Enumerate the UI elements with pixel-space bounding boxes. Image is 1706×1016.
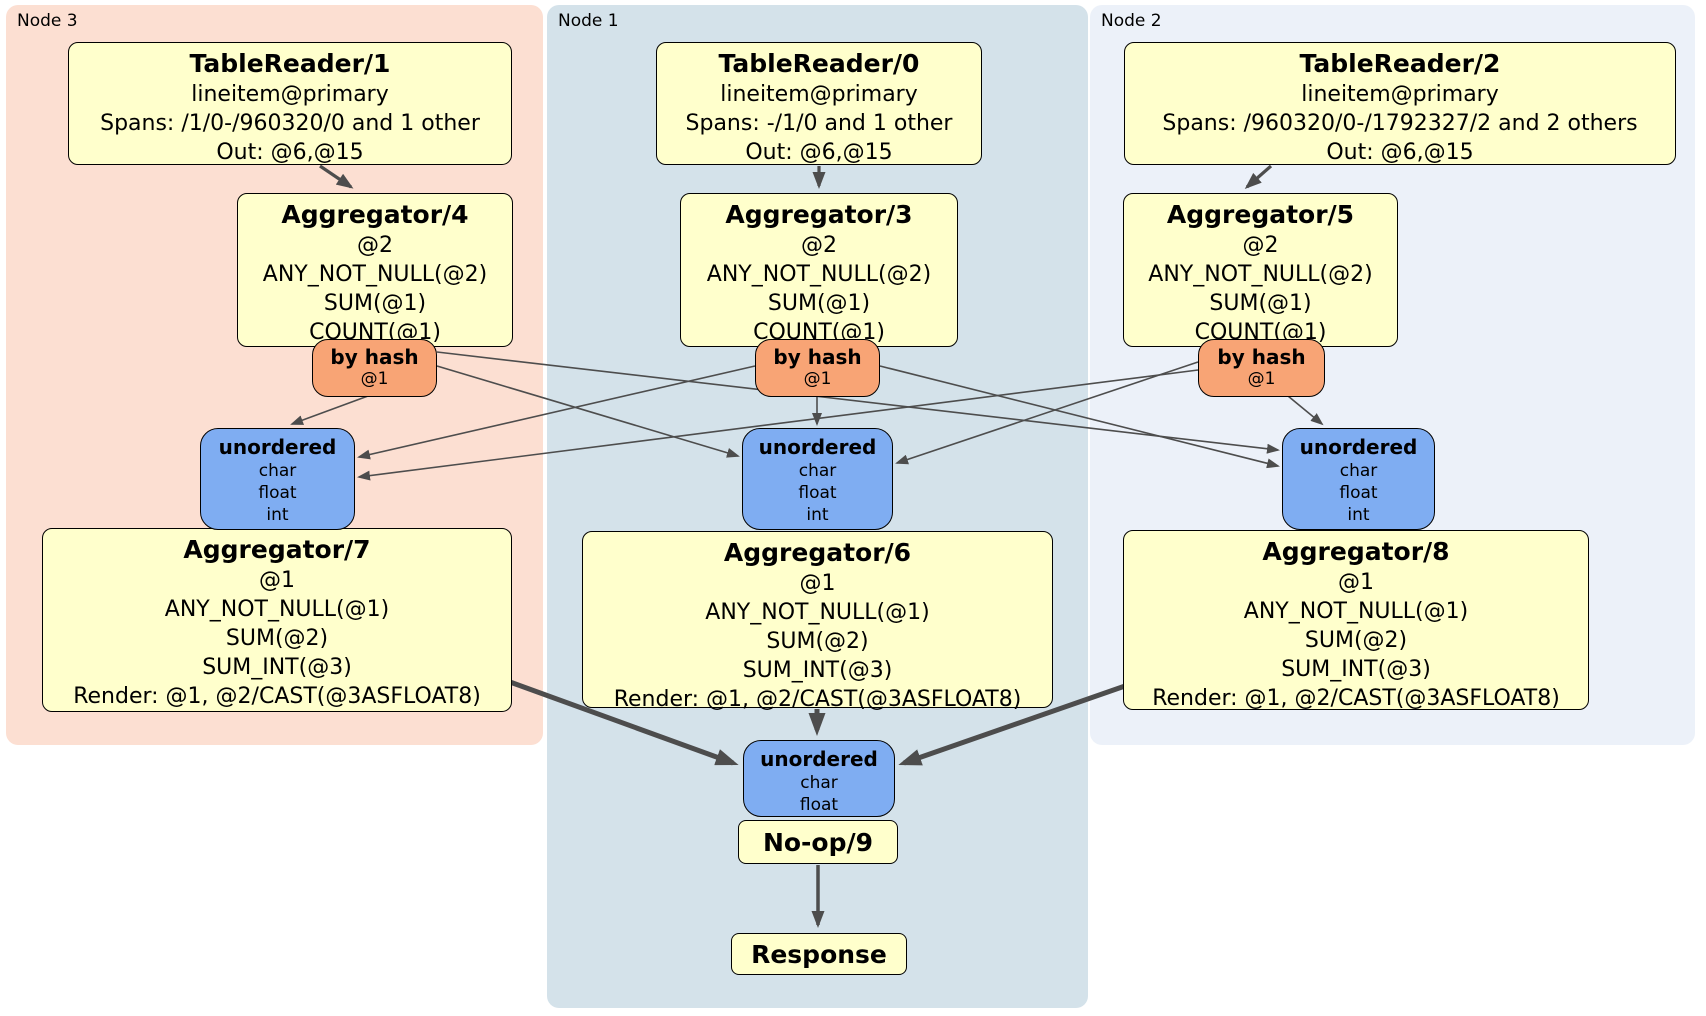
router-title: by hash: [1217, 345, 1306, 369]
sync-type: int: [806, 505, 829, 525]
sync-title: unordered: [218, 435, 337, 459]
agg-group-cols: @1: [799, 571, 836, 596]
agg-group-cols: @1: [1338, 570, 1374, 595]
sync-type: char: [800, 773, 838, 793]
processor-out: Out: @6,@15: [745, 140, 893, 165]
processor-title: TableReader/1: [189, 49, 391, 78]
processor-spans: Spans: /1/0-/960320/0 and 1 other: [100, 111, 480, 136]
node-1-label: Node 1: [558, 11, 619, 31]
router-columns: @1: [803, 369, 832, 389]
router-columns: @1: [1247, 369, 1276, 389]
agg-fn: SUM(@1): [1209, 291, 1312, 316]
processor-aggregator-5: Aggregator/5 @2 ANY_NOT_NULL(@2) SUM(@1)…: [1123, 193, 1398, 347]
processor-tablereader-0: TableReader/0 lineitem@primary Spans: -/…: [656, 42, 982, 165]
sync-type: char: [798, 461, 837, 481]
agg-fn: SUM(@2): [225, 626, 329, 651]
processor-tablereader-2: TableReader/2 lineitem@primary Spans: /9…: [1124, 42, 1676, 165]
sync-unordered-node1: unordered char float int: [742, 428, 893, 530]
sync-type: int: [1347, 505, 1370, 525]
sync-type: int: [266, 505, 289, 525]
processor-title: Aggregator/7: [183, 535, 371, 564]
processor-aggregator-3: Aggregator/3 @2 ANY_NOT_NULL(@2) SUM(@1)…: [680, 193, 958, 347]
node-3-label: Node 3: [17, 11, 78, 31]
agg-fn: ANY_NOT_NULL(@2): [706, 262, 932, 287]
response-box: Response: [731, 933, 907, 975]
agg-fn: ANY_NOT_NULL(@1): [1243, 599, 1469, 624]
agg-fn: SUM_INT(@3): [202, 655, 352, 680]
agg-group-cols: @1: [259, 568, 295, 593]
sync-title: unordered: [758, 435, 877, 459]
processor-index: lineitem@primary: [191, 82, 389, 107]
processor-title: Aggregator/5: [1166, 200, 1355, 229]
router-by-hash-node2: by hash @1: [1198, 339, 1325, 397]
agg-render: Render: @1, @2/CAST(@3ASFLOAT8): [1152, 686, 1560, 711]
processor-tablereader-1: TableReader/1 lineitem@primary Spans: /1…: [68, 42, 512, 165]
agg-fn: SUM(@1): [323, 291, 427, 316]
agg-fn: ANY_NOT_NULL(@1): [705, 600, 930, 625]
processor-aggregator-8: Aggregator/8 @1 ANY_NOT_NULL(@1) SUM(@2)…: [1123, 530, 1589, 711]
router-title: by hash: [773, 345, 862, 369]
sync-type: float: [258, 483, 297, 503]
agg-fn: ANY_NOT_NULL(@2): [1148, 262, 1373, 287]
processor-index: lineitem@primary: [1301, 82, 1499, 107]
processor-title: No-op/9: [762, 827, 874, 857]
agg-fn: SUM(@1): [767, 291, 871, 316]
agg-fn: ANY_NOT_NULL(@1): [164, 597, 390, 622]
agg-render: Render: @1, @2/CAST(@3ASFLOAT8): [613, 687, 1022, 712]
processor-aggregator-4: Aggregator/4 @2 ANY_NOT_NULL(@2) SUM(@1)…: [237, 193, 513, 347]
processor-aggregator-7: Aggregator/7 @1 ANY_NOT_NULL(@1) SUM(@2)…: [42, 528, 512, 712]
processor-title: TableReader/2: [1299, 49, 1501, 78]
router-title: by hash: [330, 345, 419, 369]
agg-group-cols: @2: [1242, 233, 1279, 258]
agg-fn: SUM(@2): [1304, 628, 1408, 653]
processor-title: Aggregator/4: [281, 200, 469, 229]
processor-spans: Spans: /960320/0-/1792327/2 and 2 others: [1162, 111, 1638, 136]
agg-fn: ANY_NOT_NULL(@2): [262, 262, 488, 287]
sync-type: float: [798, 483, 837, 503]
agg-fn: SUM_INT(@3): [742, 658, 893, 683]
sync-unordered-node2: unordered char float int: [1282, 428, 1435, 530]
processor-title: Aggregator/3: [725, 200, 913, 229]
response-title: Response: [751, 939, 887, 969]
node-2-label: Node 2: [1101, 11, 1162, 31]
agg-fn: SUM(@2): [766, 629, 869, 654]
agg-fn: SUM_INT(@3): [1281, 657, 1431, 682]
router-by-hash-node3: by hash @1: [312, 339, 437, 397]
sync-type: char: [258, 461, 297, 481]
processor-index: lineitem@primary: [720, 82, 918, 107]
processor-out: Out: @6,@15: [1326, 140, 1474, 165]
sync-unordered-final: unordered char float: [743, 740, 895, 817]
sync-title: unordered: [760, 747, 878, 771]
agg-group-cols: @2: [801, 233, 837, 258]
sync-type: float: [1339, 483, 1378, 503]
router-by-hash-node1: by hash @1: [755, 339, 880, 397]
sync-title: unordered: [1299, 435, 1418, 459]
processor-title: TableReader/0: [718, 49, 920, 78]
sync-type: char: [1339, 461, 1378, 481]
processor-out: Out: @6,@15: [216, 140, 364, 165]
processor-title: Aggregator/6: [723, 538, 912, 567]
sync-type: float: [799, 795, 839, 815]
processor-noop: No-op/9: [738, 820, 898, 864]
sync-unordered-node3: unordered char float int: [200, 428, 355, 530]
processor-aggregator-6: Aggregator/6 @1 ANY_NOT_NULL(@1) SUM(@2)…: [582, 531, 1053, 712]
processor-spans: Spans: -/1/0 and 1 other: [685, 111, 953, 136]
router-columns: @1: [360, 369, 389, 389]
processor-title: Aggregator/8: [1262, 537, 1450, 566]
agg-group-cols: @2: [357, 233, 393, 258]
agg-render: Render: @1, @2/CAST(@3ASFLOAT8): [73, 684, 481, 709]
